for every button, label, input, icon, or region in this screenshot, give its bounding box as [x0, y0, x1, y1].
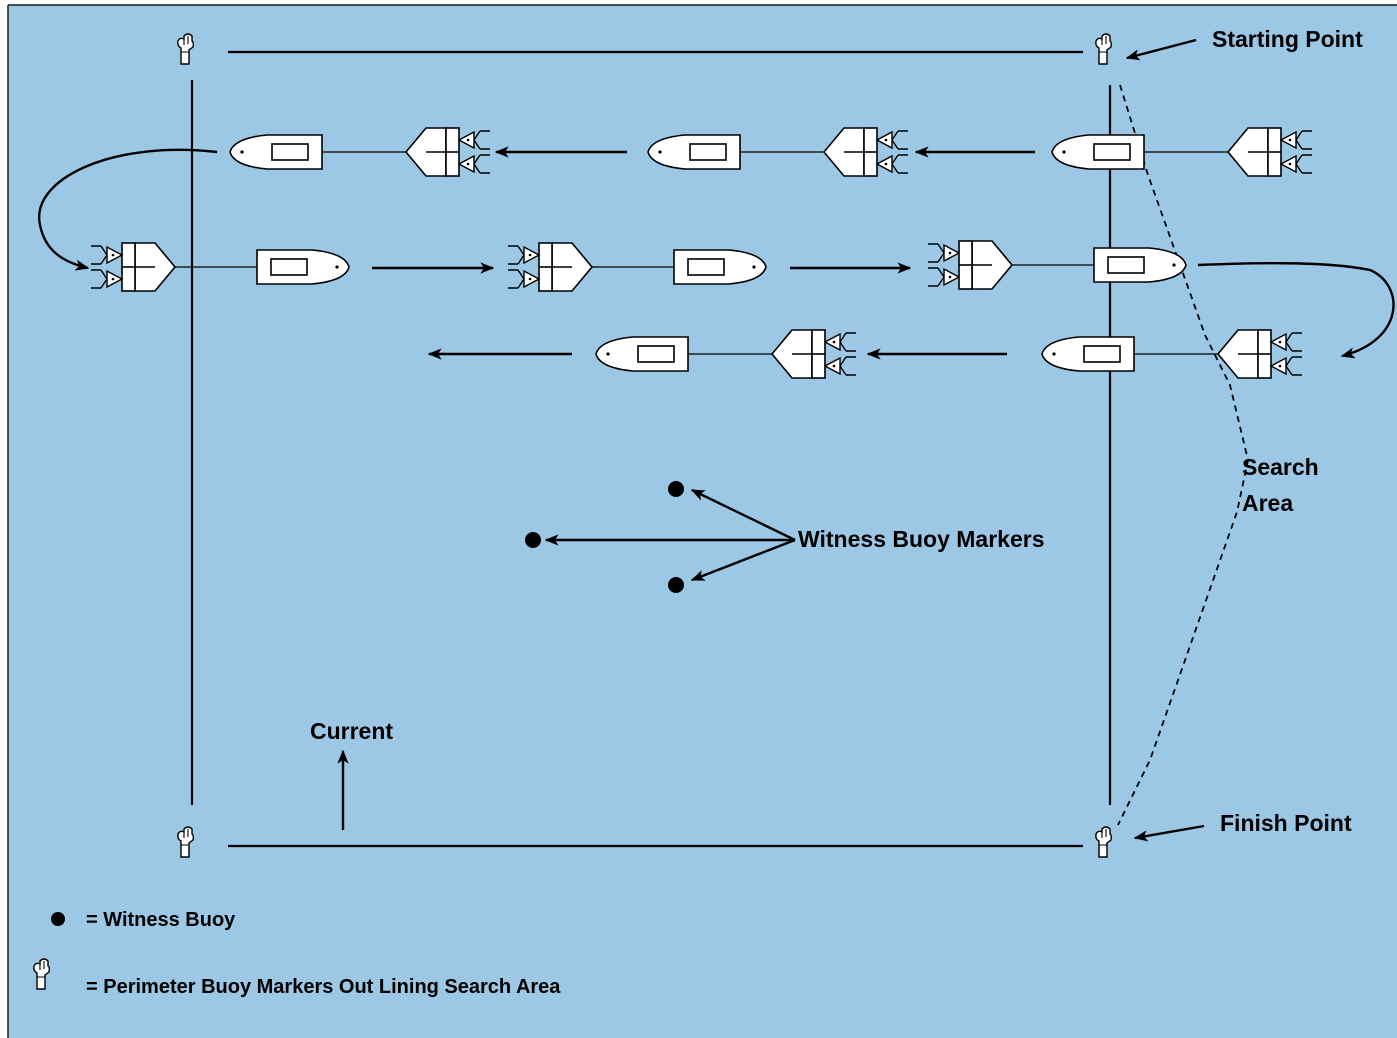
- boat-icon: [1041, 336, 1135, 372]
- legend-witness-buoy-icon: [51, 912, 65, 926]
- boat-icon: [229, 134, 323, 170]
- direction-arrows: [37, 38, 1395, 842]
- boat-icon: [595, 336, 689, 372]
- boat-icon: [647, 134, 741, 170]
- boat-icon: [1051, 134, 1145, 170]
- witness-pointer-icon: [690, 488, 796, 542]
- witness-buoy-icon: [668, 481, 684, 497]
- witness-buoy-icon: [525, 532, 541, 548]
- legend-witness-buoy-text: = Witness Buoy: [86, 909, 236, 931]
- legend-perimeter-markers-text: = Perimeter Buoy Markers Out Lining Sear…: [86, 976, 561, 998]
- current-label: Current: [310, 718, 393, 744]
- search-area-label-line2: Area: [1242, 490, 1293, 516]
- search-area-boundary: [1117, 84, 1249, 826]
- search-pass-1: [229, 127, 1313, 177]
- witness-buoy-icon: [668, 577, 684, 593]
- finish-point-label: Finish Point: [1220, 810, 1352, 836]
- legend: = Witness Buoy = Perimeter Buoy Markers …: [33, 909, 561, 998]
- finish-point-pointer-icon: [1133, 824, 1205, 842]
- search-area-label-line1: Search: [1242, 454, 1319, 480]
- boat-icon: [673, 249, 767, 285]
- witness-buoys: [525, 481, 684, 593]
- witness-pointer-icon: [690, 538, 796, 582]
- water-background: [8, 5, 1397, 1038]
- perimeter-lines: [190, 50, 1112, 848]
- turn-arrow-left-icon: [37, 148, 218, 271]
- witness-buoy-markers-label: Witness Buoy Markers: [798, 526, 1045, 552]
- boat-icon: [256, 249, 350, 285]
- starting-point-pointer-icon: [1125, 38, 1197, 61]
- search-pass-2: [90, 240, 1187, 292]
- turn-arrow-right-icon: [1197, 261, 1395, 359]
- starting-point-label: Starting Point: [1212, 26, 1363, 52]
- boat-icon: [1093, 247, 1187, 283]
- search-pass-3: [595, 329, 1303, 379]
